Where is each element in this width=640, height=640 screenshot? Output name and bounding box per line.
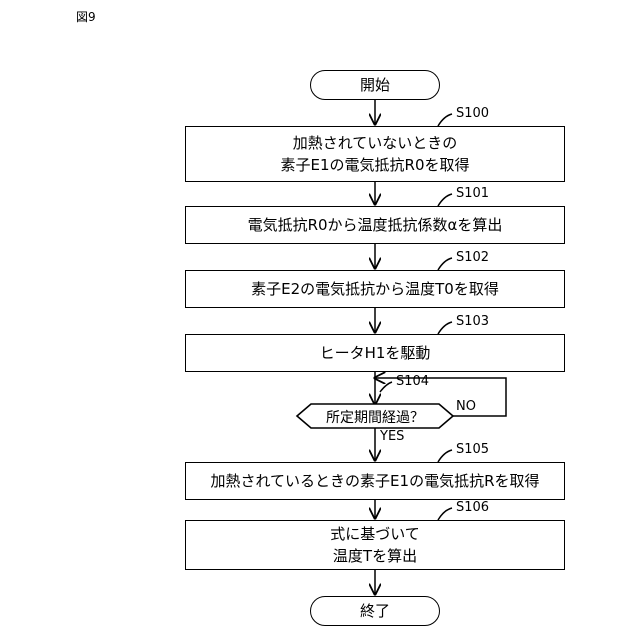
process-s105-text: 加熱されているときの素子E1の電気抵抗Rを取得 <box>211 470 540 492</box>
step-id-s101: S101 <box>456 186 489 201</box>
start-terminal: 開始 <box>310 70 440 100</box>
leader-s106 <box>438 508 452 520</box>
process-s106-line1: 式に基づいて <box>330 523 420 545</box>
leader-s101 <box>438 194 452 206</box>
decision-yes-label: YES <box>380 429 404 444</box>
process-s106: 式に基づいて 温度Tを算出 <box>185 520 565 570</box>
leader-s100 <box>438 114 452 126</box>
process-s103-text: ヒータH1を駆動 <box>320 342 431 364</box>
leader-s103 <box>438 322 452 334</box>
decision-text: 所定期間経過？ <box>311 407 439 427</box>
process-s105: 加熱されているときの素子E1の電気抵抗Rを取得 <box>185 462 565 500</box>
step-id-s104: S104 <box>396 374 429 389</box>
process-s100: 加熱されていないときの 素子E1の電気抵抗R0を取得 <box>185 126 565 182</box>
process-s101-text: 電気抵抗R0から温度抵抗係数αを算出 <box>248 214 503 236</box>
process-s100-line1: 加熱されていないときの <box>293 132 458 154</box>
figure-label: 図9 <box>76 8 96 25</box>
process-s101: 電気抵抗R0から温度抵抗係数αを算出 <box>185 206 565 244</box>
process-s102-text: 素子E2の電気抵抗から温度T0を取得 <box>251 278 499 300</box>
step-id-s103: S103 <box>456 314 489 329</box>
process-s100-line2: 素子E1の電気抵抗R0を取得 <box>281 154 470 176</box>
decision-no-label: NO <box>456 399 476 414</box>
leader-s105 <box>438 450 452 462</box>
step-id-s100: S100 <box>456 106 489 121</box>
step-id-s102: S102 <box>456 250 489 265</box>
step-id-s105: S105 <box>456 442 489 457</box>
process-s106-line2: 温度Tを算出 <box>333 545 417 567</box>
leader-s104 <box>380 382 392 392</box>
step-id-s106: S106 <box>456 500 489 515</box>
process-s102: 素子E2の電気抵抗から温度T0を取得 <box>185 270 565 308</box>
end-terminal: 終了 <box>310 596 440 626</box>
process-s103: ヒータH1を駆動 <box>185 334 565 372</box>
leader-s102 <box>438 258 452 270</box>
